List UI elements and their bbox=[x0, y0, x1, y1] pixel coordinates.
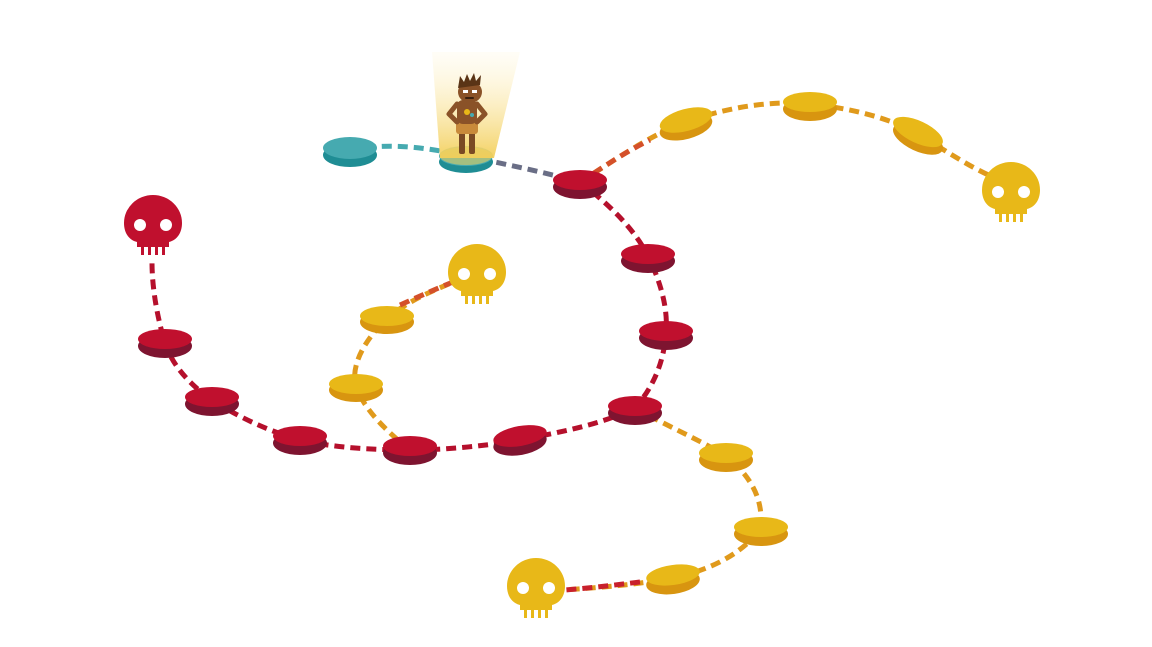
red-stone[interactable] bbox=[273, 426, 327, 455]
inner-yellow-path bbox=[352, 277, 459, 452]
explorer-character-icon[interactable] bbox=[446, 73, 488, 154]
south-yellow-path-red-end bbox=[564, 579, 641, 593]
yellow-stone[interactable] bbox=[888, 111, 947, 162]
yellow-stone[interactable] bbox=[329, 374, 383, 402]
south-yellow-path bbox=[559, 405, 764, 593]
yellow-stone[interactable] bbox=[645, 561, 702, 597]
skull-icon[interactable] bbox=[507, 558, 565, 618]
yellow-stone[interactable] bbox=[783, 92, 837, 121]
skull-icon[interactable] bbox=[448, 244, 506, 304]
yellow-stone[interactable] bbox=[360, 306, 414, 334]
red-stone[interactable] bbox=[621, 244, 675, 273]
stone-layer bbox=[138, 92, 947, 597]
yellow-stone[interactable] bbox=[734, 517, 788, 546]
red-stone[interactable] bbox=[383, 436, 437, 465]
red-stone[interactable] bbox=[639, 321, 693, 350]
yellow-stone[interactable] bbox=[657, 102, 715, 145]
red-stone[interactable] bbox=[491, 421, 548, 459]
skull-icon[interactable] bbox=[982, 162, 1040, 222]
red-stone[interactable] bbox=[608, 396, 662, 425]
red-stone[interactable] bbox=[138, 329, 192, 358]
skull-icon[interactable] bbox=[124, 195, 182, 255]
teal-stone[interactable] bbox=[323, 137, 377, 167]
red-loop-path bbox=[149, 180, 669, 453]
red-stone[interactable] bbox=[553, 170, 607, 199]
yellow-stone[interactable] bbox=[699, 443, 753, 472]
red-stone[interactable] bbox=[185, 387, 239, 416]
